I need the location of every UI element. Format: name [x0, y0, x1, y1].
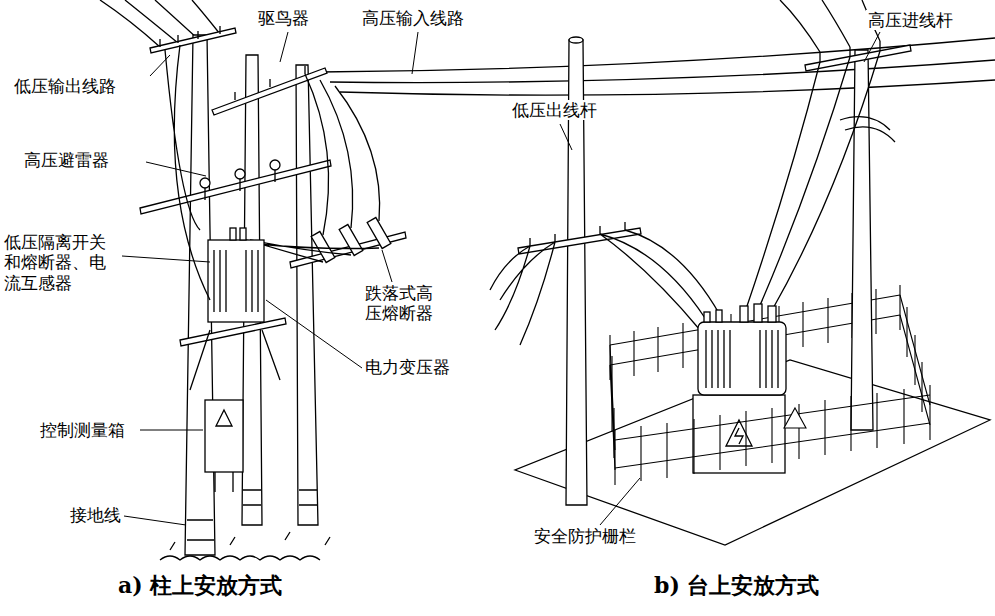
poles-a [185, 35, 318, 555]
part-label: 高压避雷器 [22, 150, 111, 170]
part-label: 电力变压器 [363, 357, 452, 377]
part-label: 安全防护栅栏 [532, 526, 638, 546]
figure-caption: b) 台上安放方式 [652, 572, 821, 598]
fence-front [615, 385, 930, 485]
figure-caption: a) 柱上安放方式 [116, 572, 284, 598]
transformer-a [165, 45, 280, 390]
part-label: 低压出线杆 [510, 100, 599, 120]
wires-high [320, 38, 995, 95]
part-label: 低压隔离开关 和熔断器、电 流互感器 [2, 232, 118, 293]
lv-pole [490, 37, 720, 505]
leader-lines [122, 32, 880, 525]
ground-a [160, 532, 330, 560]
part-label: 高压输入线路 [360, 8, 466, 28]
part-label: 低压输出线路 [12, 76, 118, 96]
fuses-a [240, 74, 391, 262]
part-label: 驱鸟器 [256, 8, 311, 28]
part-label: 跌落式高 压熔断器 [363, 283, 443, 324]
part-label: 高压进线杆 [866, 10, 955, 30]
part-label: 控制测量箱 [38, 420, 127, 440]
part-label: 接地线 [68, 505, 123, 525]
control-box [205, 400, 243, 492]
